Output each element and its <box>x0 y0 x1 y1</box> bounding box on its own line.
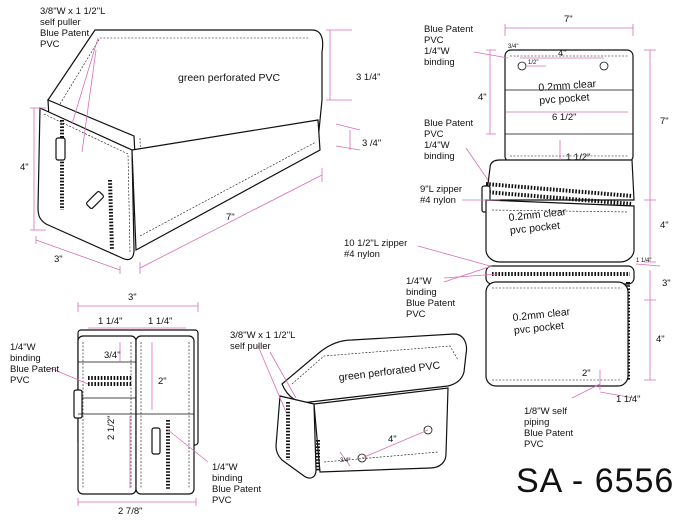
dim-side-3-4: 3 /4" <box>362 138 382 149</box>
dim-right-2: 2" <box>582 368 591 379</box>
dim-bottom-center-3-4: 3/4" <box>340 458 351 464</box>
dim-height-3-1-4: 3 1/4" <box>356 72 381 83</box>
label-binding-front-bottom: 1/4"W binding Blue Patent PVC <box>212 462 262 506</box>
dim-right-1-1-4-small: 1 1/4" <box>636 258 652 264</box>
label-self-puller-top: 3/8"W x 1 1/2"L self puller Blue Patent … <box>40 6 106 50</box>
dim-front-2: 2" <box>158 376 167 387</box>
dim-front-1-1-4-b: 1 1/4" <box>148 316 173 327</box>
dim-right-3-4: 3/4" <box>508 44 519 50</box>
model-number-title: SA - 6556 <box>516 462 675 500</box>
dim-right-1-1-2: 1 1/2" <box>566 152 591 163</box>
dim-depth-3: 3" <box>54 254 63 265</box>
dim-right-4-top: 4" <box>558 48 567 59</box>
label-zipper-10: 10 1/2"L zipper #4 nylon <box>344 238 408 260</box>
label-self-piping: 1/8"W self piping Blue Patent PVC <box>524 406 574 450</box>
dim-right-3: 3" <box>662 278 671 289</box>
dim-front-1-1-4-a: 1 1/4" <box>98 316 123 327</box>
front-panel-view <box>73 329 199 495</box>
label-binding-mid-right: Blue Patent PVC 1/4"W binding <box>424 118 474 162</box>
right-unfolded-view <box>481 49 635 387</box>
dim-right-7-side: 7" <box>660 116 669 127</box>
dim-right-1-1-4-bottom: 1 1/4" <box>616 394 641 405</box>
right-dimensions <box>417 24 661 399</box>
dim-bottom-center-4: 4" <box>388 434 397 445</box>
dim-front-4: 4" <box>20 162 29 173</box>
label-zipper-9: 9"L zipper #4 nylon <box>420 184 463 206</box>
dim-length-7: 7" <box>226 212 235 223</box>
top-left-bag-view <box>37 29 324 261</box>
top-left-dimensions <box>30 29 361 274</box>
label-binding-lower-right: 1/4"W binding Blue Patent PVC <box>406 276 456 320</box>
dim-right-4-left: 4" <box>478 92 487 103</box>
dim-front-width-3: 3" <box>128 292 137 303</box>
label-green-perforated-top: green perforated PVC <box>178 72 281 84</box>
dim-right-6-1-2: 6 1/2" <box>552 112 577 123</box>
dim-right-1-2: 1/2" <box>528 60 539 66</box>
label-binding-top-right: Blue Patent PVC 1/4"W binding <box>424 24 474 68</box>
dim-right-4-bottom: 4" <box>656 334 665 345</box>
dim-right-4-mid: 4" <box>660 220 669 231</box>
dim-front-3-4: 3/4" <box>104 350 121 361</box>
label-binding-front-left: 1/4"W binding Blue Patent PVC <box>10 342 60 386</box>
front-panel-dimensions <box>49 302 209 506</box>
dim-front-2-1-2: 2 1/2" <box>106 415 117 440</box>
dim-front-2-7-8: 2 7/8" <box>118 506 143 517</box>
dim-right-7-top: 7" <box>564 14 573 25</box>
bottom-center-dimensions <box>257 345 429 467</box>
label-self-puller-bottom: 3/8"W x 1 1/2"L self puller <box>230 330 296 352</box>
bottom-center-bag-view <box>275 333 468 479</box>
label-pocket-1: 0.2mm clear pvc pocket <box>538 77 597 107</box>
